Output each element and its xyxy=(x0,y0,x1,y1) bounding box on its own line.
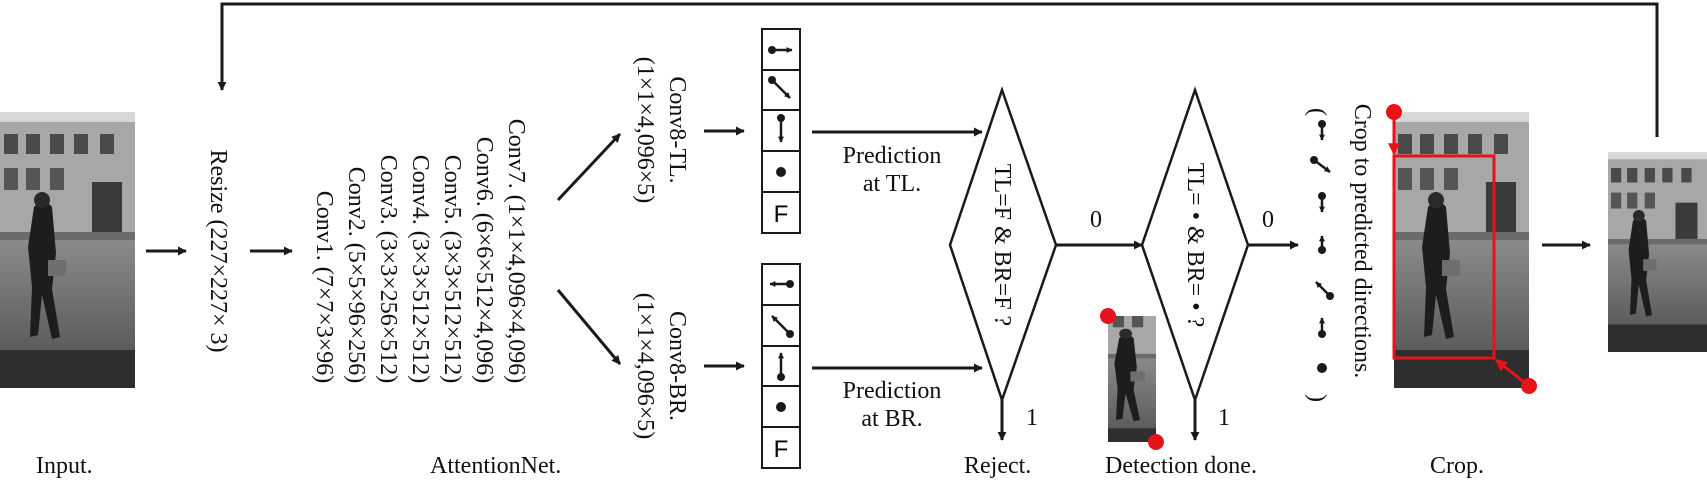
layer-conv4: Conv4. (3×3×512×512) xyxy=(407,154,433,384)
feedback-loop-arrow xyxy=(217,2,1659,137)
arrow-up-icon xyxy=(777,352,785,381)
layer-conv1: Conv1. (7×7×3×96) xyxy=(311,190,337,384)
reject-caption: Reject. xyxy=(964,453,1032,479)
br-corner-marker xyxy=(1521,378,1537,394)
tl-corner-marker xyxy=(1100,308,1116,324)
detection-done-image xyxy=(1100,308,1164,450)
prediction-br-label: Prediction at BR. xyxy=(822,377,962,433)
prediction-tl-line2: at TL. xyxy=(862,171,922,197)
arrow-right-icon xyxy=(768,46,793,54)
conv8-tl-name: Conv8-TL. xyxy=(664,76,690,184)
resize-label: Resize (227×227× 3) xyxy=(205,149,231,353)
attentionnet-layer-list: Conv7. (1×1×4,096×4,096) Conv6. (6×6×512… xyxy=(308,119,532,384)
stop-letter-icon: F xyxy=(774,436,789,463)
branch-yes-label-2: 1 xyxy=(1218,405,1230,431)
input-caption: Input. xyxy=(36,453,93,479)
decision-diamond-done xyxy=(1140,86,1250,404)
decision-done-text: TL= • & BR= • ? xyxy=(1182,162,1208,328)
conv8-tl-dims: (1×1×4,096×5) xyxy=(632,56,658,204)
arrow-down-right-icon xyxy=(768,76,791,99)
arrow-net-to-tl xyxy=(556,132,622,202)
dot-icon xyxy=(1317,363,1327,373)
layer-conv3: Conv3. (3×3×256×512) xyxy=(375,154,401,384)
tl-direction-box xyxy=(761,28,801,234)
decision-reject-text: TL=F & BR=F ? xyxy=(989,163,1015,327)
crop-caption: Crop. xyxy=(1430,453,1484,479)
stop-letter-icon: F xyxy=(774,201,789,228)
dot-icon xyxy=(776,167,786,177)
conv8-br-label: Conv8-BR. (1×1×4,096×5) xyxy=(629,293,693,440)
layer-conv7: Conv7. (1×1×4,096×4,096) xyxy=(503,118,529,384)
input-image xyxy=(0,112,135,388)
branch-no-label-2: 0 xyxy=(1262,207,1274,233)
dot-icon xyxy=(776,402,786,412)
arrow-net-to-br xyxy=(556,289,622,365)
conv8-br-dims: (1×1×4,096×5) xyxy=(632,292,658,440)
prediction-br-line1: Prediction xyxy=(842,378,942,404)
arrow-right-icon xyxy=(1318,192,1326,213)
arrow-down-right-icon xyxy=(1310,156,1331,173)
layer-conv5: Conv5. (3×3×512×512) xyxy=(439,154,465,384)
br-corner-marker xyxy=(1148,434,1164,450)
arrow-down-icon xyxy=(1318,120,1326,141)
branch-no-label-1: 0 xyxy=(1090,207,1102,233)
arrow-left-icon xyxy=(769,280,794,288)
arrow-up-left-icon xyxy=(1315,281,1334,300)
conv8-br-name: Conv8-BR. xyxy=(664,310,690,421)
prediction-tl-line1: Prediction xyxy=(842,143,942,169)
layer-conv6: Conv6. (6×6×512×4,096) xyxy=(471,136,497,384)
decision-diamond-reject xyxy=(948,86,1058,404)
conv8-tl-label: Conv8-TL. (1×1×4,096×5) xyxy=(629,57,693,204)
layer-conv2: Conv2. (5×5×96×256) xyxy=(343,166,369,384)
branch-yes-label-1: 1 xyxy=(1026,405,1038,431)
arrow-down-icon xyxy=(777,114,785,143)
arrow-left-icon xyxy=(1318,235,1326,254)
arrow-up-icon xyxy=(1318,317,1326,338)
br-direction-box xyxy=(761,263,801,469)
crop-close-paren: ) xyxy=(1304,394,1330,402)
detection-done-caption: Detection done. xyxy=(1105,453,1257,479)
crop-region-box xyxy=(1392,154,1496,360)
crop-open-paren: ( xyxy=(1304,108,1330,116)
tl-corner-marker xyxy=(1386,104,1402,120)
attentionnet-caption: AttentionNet. xyxy=(430,453,562,479)
crop-stage-image xyxy=(1386,104,1537,394)
prediction-tl-label: Prediction at TL. xyxy=(822,142,962,198)
output-image xyxy=(1608,152,1707,352)
crop-direction-icons xyxy=(1310,120,1334,373)
crop-directions-text: Crop to predicted directions. xyxy=(1349,103,1375,379)
prediction-br-line2: at BR. xyxy=(861,406,923,432)
arrow-up-left-icon xyxy=(771,315,794,338)
